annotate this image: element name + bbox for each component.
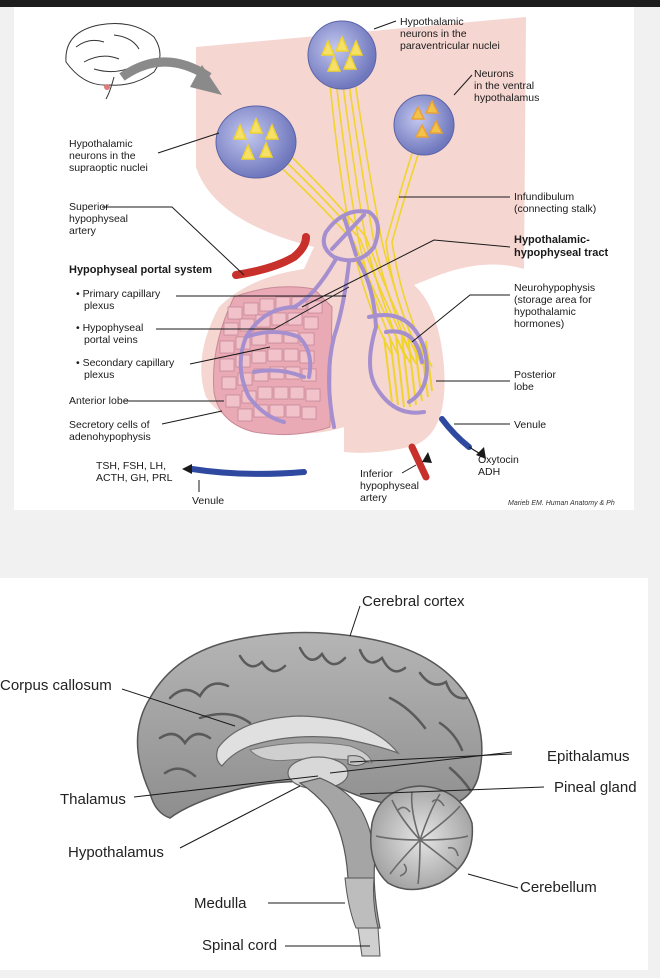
ventricle <box>249 742 373 764</box>
cortical-sulci <box>158 646 472 792</box>
label-anterior-hormones: TSH, FSH, LH, ACTH, GH, PRL <box>96 460 173 484</box>
cerebellum <box>369 785 474 891</box>
spinal-cord <box>357 927 381 957</box>
axon-terminals <box>383 336 433 408</box>
brain-diagram-panel: Cerebral cortex Corpus callosum Epithala… <box>0 578 648 970</box>
pituitary-diagram-panel: Hypothalamic neurons in the paraventricu… <box>14 7 634 510</box>
label-primary-plexus: • Primary capillary plexus <box>76 288 163 312</box>
label-neurohypophysis: Neurohypophysis (storage area for hypoth… <box>514 282 598 330</box>
brain-diagram: Cerebral cortex Corpus callosum Epithala… <box>0 593 637 957</box>
label-epithalamus: Epithalamus <box>547 748 630 765</box>
label-hypothalamic-hypophyseal-tract: Hypothalamic- hypophyseal tract <box>514 234 608 259</box>
label-venule-right: Venule <box>514 419 546 431</box>
pituitary-diagram: Hypothalamic neurons in the paraventricu… <box>65 16 615 507</box>
top-dark-bar <box>0 0 660 7</box>
label-ventral-hypothalamus: Neurons in the ventral hypothalamus <box>474 68 539 104</box>
label-supraoptic: Hypothalamic neurons in the supraoptic n… <box>69 138 148 174</box>
label-venule-left: Venule <box>192 495 224 507</box>
hormones-arrowhead <box>182 464 192 474</box>
label-paraventricular: Hypothalamic neurons in the paraventricu… <box>400 16 500 52</box>
label-infundibulum: Infundibulum (connecting stalk) <box>514 191 596 215</box>
label-pineal-gland: Pineal gland <box>554 779 637 796</box>
venule-right-vessel <box>439 416 472 450</box>
label-secretory-cells: Secretory cells of adenohypophysis <box>69 419 152 443</box>
label-cerebellum: Cerebellum <box>520 879 597 896</box>
source-credit: Marieb EM. Human Anatomy & Ph <box>508 500 615 507</box>
label-superior-artery: Superior hypophyseal artery <box>69 201 131 237</box>
label-inferior-artery: Inferior hypophyseal artery <box>360 468 422 504</box>
label-medulla: Medulla <box>194 895 247 912</box>
label-secondary-plexus: • Secondary capillary plexus <box>76 357 177 381</box>
brain-leader-lines <box>121 605 545 947</box>
label-posterior-lobe: Posterior lobe <box>514 369 559 393</box>
supraoptic-nuclei-bubble <box>215 105 297 179</box>
corpus-callosum <box>216 715 400 767</box>
label-cerebral-cortex: Cerebral cortex <box>362 593 465 610</box>
label-spinal-cord: Spinal cord <box>202 937 277 954</box>
paraventricular-nuclei-bubble <box>307 20 377 90</box>
medulla <box>344 877 379 929</box>
leader-lines <box>102 20 511 492</box>
capillary-network <box>238 209 429 429</box>
oxytocin-arrowhead <box>476 447 486 459</box>
pineal-region <box>347 755 367 767</box>
label-anterior-lobe: Anterior lobe <box>69 395 129 407</box>
label-posterior-hormones: Oxytocin ADH <box>478 454 522 478</box>
label-portal-system: Hypophyseal portal system <box>69 264 212 276</box>
label-corpus-callosum: Corpus callosum <box>0 677 112 694</box>
label-hypothalamus: Hypothalamus <box>68 844 164 861</box>
inferior-artery-arrowhead <box>422 452 432 463</box>
superior-hypophyseal-artery <box>232 233 310 279</box>
inferior-hypophyseal-artery <box>408 443 430 481</box>
ventral-hypothalamus-bubble <box>393 94 455 156</box>
oxytocin-arrow <box>468 446 483 456</box>
label-thalamus: Thalamus <box>60 791 126 808</box>
venule-left-vessel <box>189 466 307 477</box>
label-portal-veins: • Hypophyseal portal veins <box>76 322 146 346</box>
zoom-arrowhead <box>190 65 222 95</box>
